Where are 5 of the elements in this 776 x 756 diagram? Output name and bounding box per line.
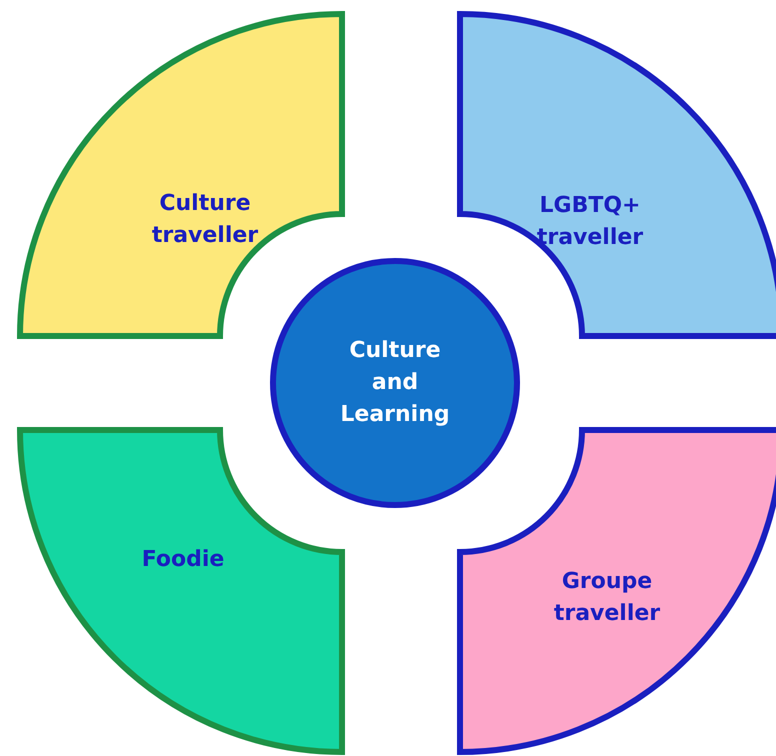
segment-label: Groupe traveller [552, 568, 662, 628]
segment-label: Foodie [140, 546, 226, 574]
center-label: Culture and Learning [339, 337, 451, 429]
segment-label: Culture traveller [150, 190, 260, 250]
segment-label: LGBTQ+ traveller [536, 192, 644, 252]
